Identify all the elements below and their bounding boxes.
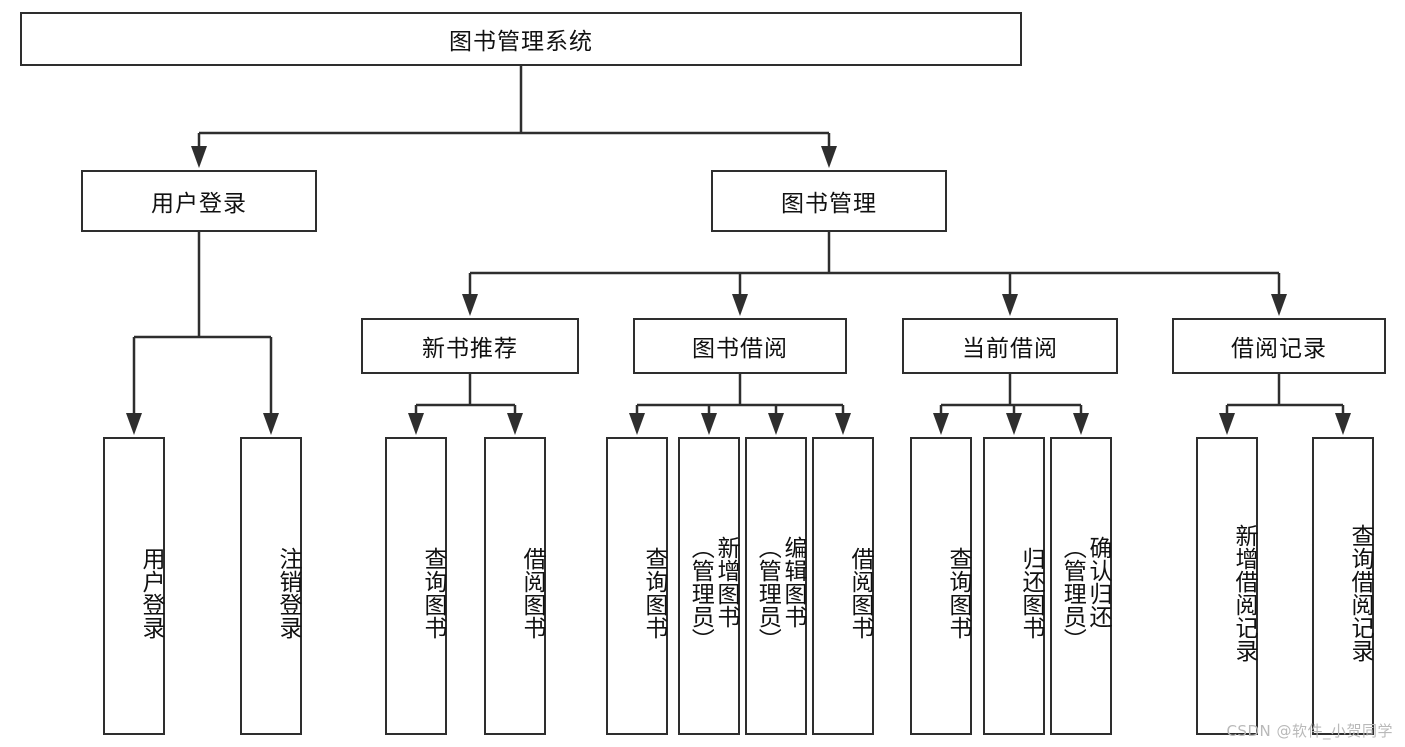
arrowhead-leaf-borrow-4 bbox=[835, 413, 851, 435]
node-leaf-rec-1[interactable]: 新增借阅记录 bbox=[1196, 437, 1258, 735]
watermark: CSDN @软件_小贺同学 bbox=[1226, 722, 1393, 740]
node-label: 用户登录 bbox=[138, 547, 164, 639]
arrowhead-leaf-new-2 bbox=[507, 413, 523, 435]
node-leaf-borrow-2[interactable]: 新增图书 （管理员） bbox=[678, 437, 740, 735]
node-leaf-cur-2[interactable]: 归还图书 bbox=[983, 437, 1045, 735]
arrowhead-current bbox=[1002, 294, 1018, 316]
node-leaf-borrow-3[interactable]: 编辑图书 （管理员） bbox=[745, 437, 807, 735]
node-leaf-login-1[interactable]: 用户登录 bbox=[103, 437, 165, 735]
arrowhead-leaf-cur-2 bbox=[1006, 413, 1022, 435]
node-leaf-borrow-1[interactable]: 查询图书 bbox=[606, 437, 668, 735]
node-borrow[interactable]: 图书借阅 bbox=[633, 318, 847, 374]
node-label: 用户登录 bbox=[151, 191, 247, 217]
node-label: 注销登录 bbox=[275, 547, 301, 639]
node-root[interactable]: 图书管理系统 bbox=[20, 12, 1022, 66]
arrowhead-leaf-cur-1 bbox=[933, 413, 949, 435]
node-label: 借阅图书 bbox=[847, 547, 873, 639]
arrowhead-records bbox=[1271, 294, 1287, 316]
node-leaf-new-2[interactable]: 借阅图书 bbox=[484, 437, 546, 735]
node-label: 归还图书 bbox=[1018, 547, 1044, 639]
arrowhead-login bbox=[191, 146, 207, 168]
arrowhead-leaf-borrow-3 bbox=[768, 413, 784, 435]
node-label: 查询图书 bbox=[420, 547, 446, 639]
arrowhead-leaf-rec-1 bbox=[1219, 413, 1235, 435]
node-label: 查询图书 bbox=[641, 547, 667, 639]
arrowhead-leaf-login-2 bbox=[263, 413, 279, 435]
node-label: 编辑图书 （管理员） bbox=[754, 535, 806, 651]
node-label: 图书管理 bbox=[781, 191, 877, 217]
node-label: 查询借阅记录 bbox=[1347, 524, 1373, 662]
node-bookmgmt[interactable]: 图书管理 bbox=[711, 170, 947, 232]
node-leaf-login-2[interactable]: 注销登录 bbox=[240, 437, 302, 735]
node-label: 图书借阅 bbox=[692, 336, 788, 362]
node-label: 新书推荐 bbox=[422, 336, 518, 362]
node-current[interactable]: 当前借阅 bbox=[902, 318, 1118, 374]
node-leaf-borrow-4[interactable]: 借阅图书 bbox=[812, 437, 874, 735]
node-leaf-rec-2[interactable]: 查询借阅记录 bbox=[1312, 437, 1374, 735]
node-label: 新增借阅记录 bbox=[1231, 524, 1257, 662]
node-label: 新增图书 （管理员） bbox=[687, 535, 739, 651]
arrowhead-newbook bbox=[462, 294, 478, 316]
node-login[interactable]: 用户登录 bbox=[81, 170, 317, 232]
node-label: 借阅记录 bbox=[1231, 336, 1327, 362]
node-newbook[interactable]: 新书推荐 bbox=[361, 318, 579, 374]
arrowhead-borrow bbox=[732, 294, 748, 316]
node-label: 当前借阅 bbox=[962, 336, 1058, 362]
arrowhead-bookmgmt bbox=[821, 146, 837, 168]
arrowhead-leaf-borrow-1 bbox=[629, 413, 645, 435]
arrowhead-leaf-new-1 bbox=[408, 413, 424, 435]
arrowhead-leaf-login-1 bbox=[126, 413, 142, 435]
node-leaf-cur-3[interactable]: 确认归还 （管理员） bbox=[1050, 437, 1112, 735]
node-label: 借阅图书 bbox=[519, 547, 545, 639]
node-leaf-cur-1[interactable]: 查询图书 bbox=[910, 437, 972, 735]
node-label: 查询图书 bbox=[945, 547, 971, 639]
arrowhead-leaf-cur-3 bbox=[1073, 413, 1089, 435]
node-label: 图书管理系统 bbox=[449, 29, 593, 55]
arrowhead-leaf-borrow-2 bbox=[701, 413, 717, 435]
arrowhead-leaf-rec-2 bbox=[1335, 413, 1351, 435]
node-leaf-new-1[interactable]: 查询图书 bbox=[385, 437, 447, 735]
node-records[interactable]: 借阅记录 bbox=[1172, 318, 1386, 374]
node-label: 确认归还 （管理员） bbox=[1059, 535, 1111, 651]
